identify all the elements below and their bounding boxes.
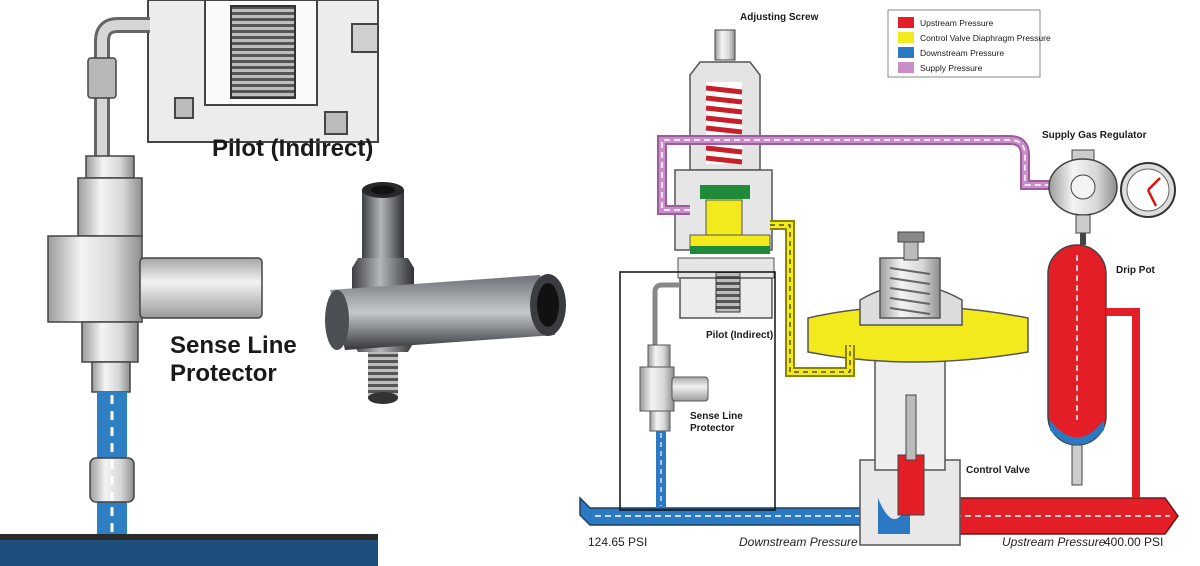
pressure-gauge	[1120, 162, 1176, 218]
control-valve	[807, 231, 1029, 546]
pilot-assembly	[674, 29, 775, 319]
callout-box	[619, 271, 776, 511]
left-panel: Pilot (Indirect) Sense Line Protector	[0, 0, 379, 566]
drip-pot-label: Drip Pot	[1116, 265, 1156, 276]
sense-line-protector-closeup	[47, 155, 263, 393]
spring	[705, 82, 743, 165]
protector-label-line1: Sense Line	[690, 411, 743, 422]
legend-label-diaphragm: Control Valve Diaphragm Pressure	[920, 33, 1051, 43]
sense-line-protector-3d	[325, 182, 566, 404]
legend-label-upstream: Upstream Pressure	[920, 18, 993, 28]
sense-line-protector-small	[639, 282, 709, 508]
supply-gas-regulator-label: Supply Gas Regulator	[1042, 130, 1147, 141]
pilot-body-closeup	[147, 0, 379, 143]
upstream-pressure-label: Upstream Pressure	[1002, 535, 1106, 549]
pilot-label-closeup: Pilot (Indirect)	[212, 135, 373, 162]
system-diagram: Adjusting Screw Pilot (Indirect) Sense L…	[579, 9, 1179, 549]
legend-label-supply: Supply Pressure	[920, 63, 983, 73]
legend-swatch-upstream	[898, 17, 914, 28]
downstream-psi: 124.65 PSI	[588, 535, 647, 549]
legend-swatch-downstream	[898, 47, 914, 58]
legend-label-downstream: Downstream Pressure	[920, 48, 1004, 58]
downstream-pipe	[579, 496, 881, 526]
legend-swatch-diaphragm	[898, 32, 914, 43]
upstream-psi: 400.00 PSI	[1104, 535, 1163, 549]
protector-label-closeup-line2: Protector	[170, 360, 277, 387]
protector-label-closeup-line1: Sense Line	[170, 332, 297, 359]
protector-label-line2: Protector	[690, 423, 735, 434]
control-valve-label: Control Valve	[966, 465, 1030, 476]
adjusting-screw-label: Adjusting Screw	[740, 12, 819, 23]
pilot-label: Pilot (Indirect)	[706, 330, 773, 341]
legend: Upstream Pressure Control Valve Diaphrag…	[887, 9, 1051, 78]
drip-pot	[1047, 233, 1140, 498]
downstream-pressure-label: Downstream Pressure	[739, 535, 858, 549]
legend-swatch-supply	[898, 62, 914, 73]
supply-gas-regulator	[1048, 149, 1118, 234]
